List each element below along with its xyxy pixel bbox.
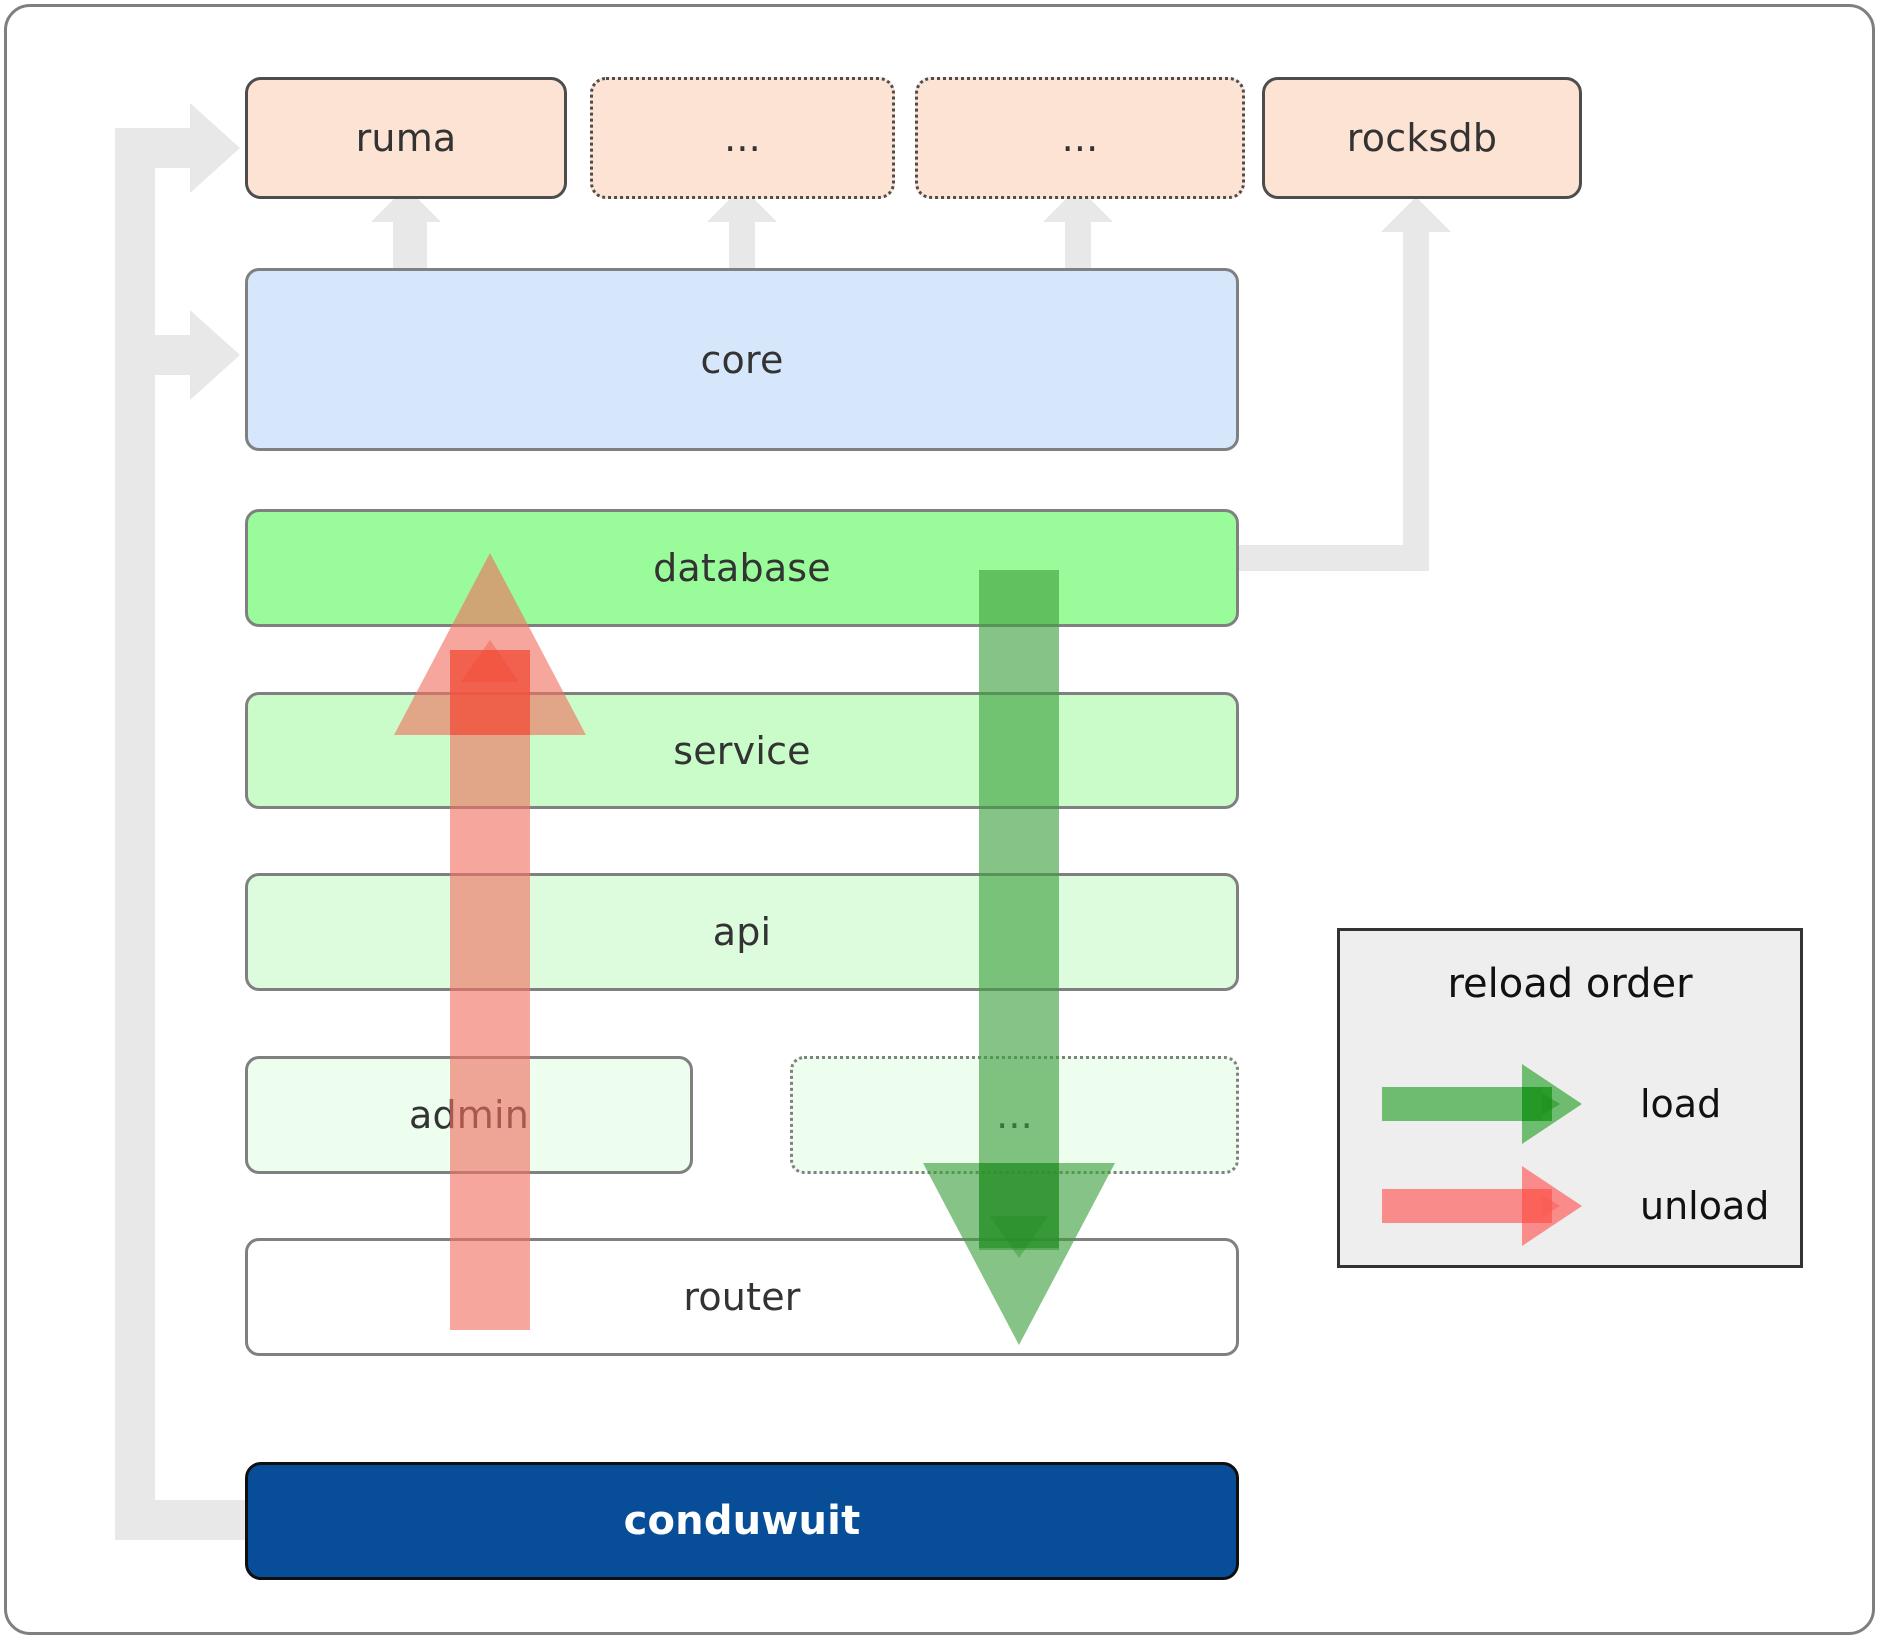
main-label-conduwuit: conduwuit [623,1498,861,1544]
diagram-frame [4,4,1875,1635]
legend-arrow-load-icon [1382,1064,1582,1144]
layer-node-router[interactable]: router [245,1238,1239,1356]
layer-node-service[interactable]: service [245,692,1239,809]
dependency-label-ruma: ruma [355,116,457,160]
layer-label-admin: admin [408,1093,530,1137]
legend-title: reload order [1447,961,1693,1007]
layer-node-admin[interactable]: admin [245,1056,693,1174]
layer-label-router: router [683,1275,801,1319]
legend-row-unload: unload [1340,1161,1800,1251]
legend-row-load: load [1340,1059,1800,1149]
layer-node-api[interactable]: api [245,873,1239,991]
legend-arrow-unload-icon [1382,1166,1582,1246]
layer-node-dots[interactable]: ... [790,1056,1239,1174]
layer-label-api: api [712,910,772,954]
dependency-node-dots-1[interactable]: ... [590,77,895,199]
layer-node-core[interactable]: core [245,268,1239,451]
layer-label-dots: ... [996,1093,1033,1137]
dependency-label-dots-1: ... [724,116,761,160]
layer-label-service: service [673,728,811,773]
layer-label-database: database [653,546,831,590]
legend-panel: reload order load unload [1337,928,1803,1268]
dependency-label-rocksdb: rocksdb [1346,116,1498,160]
dependency-label-dots-2: ... [1061,116,1099,160]
layer-label-core: core [700,337,784,382]
main-node-conduwuit[interactable]: conduwuit [245,1462,1239,1580]
legend-label-load: load [1640,1082,1722,1126]
dependency-node-rocksdb[interactable]: rocksdb [1262,77,1582,199]
layer-node-database[interactable]: database [245,509,1239,627]
legend-label-unload: unload [1640,1184,1770,1228]
dependency-node-dots-2[interactable]: ... [915,77,1245,199]
dependency-node-ruma[interactable]: ruma [245,77,567,199]
